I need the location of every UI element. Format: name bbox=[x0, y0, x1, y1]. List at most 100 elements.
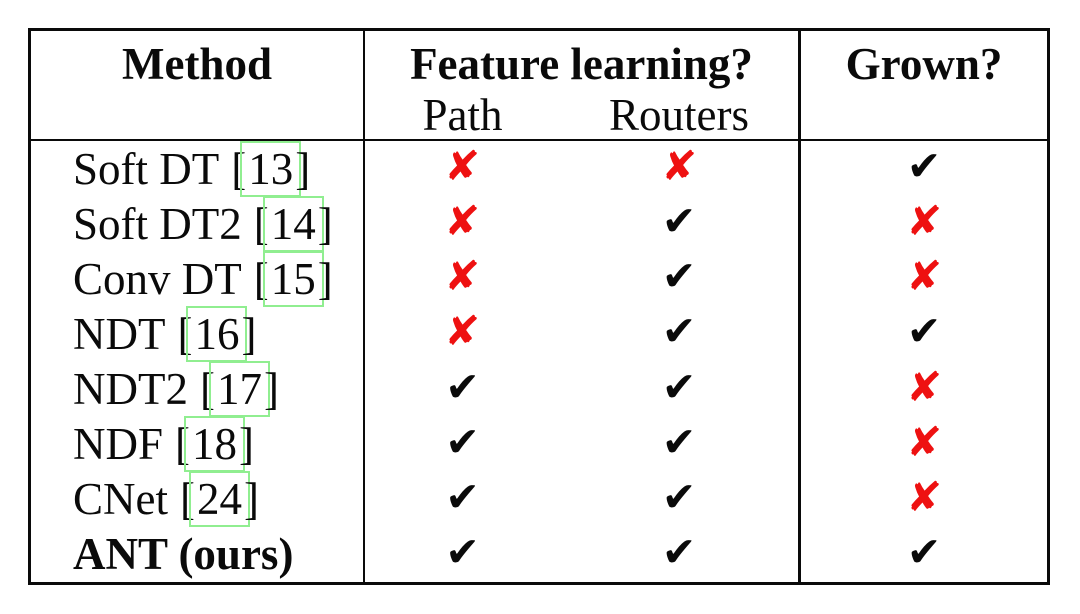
grown-cell: ✘ bbox=[798, 416, 1047, 472]
citation-close-bracket: ] bbox=[295, 143, 311, 194]
path-mark: ✘ bbox=[443, 307, 482, 356]
table-header: Method Feature learning? Path Routers Gr… bbox=[31, 31, 1047, 141]
citation-number: 24 bbox=[189, 471, 250, 528]
method-comparison-table: Method Feature learning? Path Routers Gr… bbox=[28, 28, 1050, 585]
path-cell: ✔ bbox=[363, 471, 560, 527]
citation-link[interactable]: [24] bbox=[180, 471, 259, 528]
citation-link[interactable]: [18] bbox=[175, 416, 255, 473]
method-cell: Soft DT2 [14] bbox=[31, 195, 363, 252]
citation-open-bracket: [ bbox=[180, 474, 195, 525]
method-cell: Soft DT [13] bbox=[31, 140, 363, 197]
table-row: Soft DT [13] ✘ ✘ ✔ bbox=[31, 140, 1047, 197]
citation-close-bracket: ] bbox=[241, 308, 257, 359]
routers-mark: ✔ bbox=[661, 362, 697, 411]
citation-open-bracket: [ bbox=[253, 198, 269, 249]
method-cell: NDT [16] bbox=[31, 305, 363, 362]
routers-mark: ✔ bbox=[661, 472, 697, 521]
citation-close-bracket: ] bbox=[244, 474, 259, 525]
citation-open-bracket: [ bbox=[175, 419, 191, 470]
feature-learning-subheaders: Path Routers bbox=[365, 90, 798, 140]
grown-cell: ✔ bbox=[798, 306, 1047, 362]
grown-cell: ✘ bbox=[798, 196, 1047, 252]
grown-mark: ✘ bbox=[905, 417, 943, 466]
routers-cell: ✔ bbox=[560, 196, 798, 251]
citation-number: 14 bbox=[262, 195, 324, 252]
grown-cell: ✘ bbox=[798, 251, 1047, 307]
path-cell: ✔ bbox=[363, 416, 560, 472]
path-cell: ✘ bbox=[363, 141, 560, 197]
col-header-method: Method bbox=[122, 39, 272, 89]
grown-cell: ✔ bbox=[798, 141, 1047, 197]
method-cell: ANT (ours) bbox=[31, 527, 363, 582]
citation-close-bracket: ] bbox=[239, 419, 255, 470]
citation-link[interactable]: [14] bbox=[253, 195, 333, 252]
grown-mark: ✔ bbox=[906, 142, 942, 191]
citation-link[interactable]: [15] bbox=[254, 250, 333, 307]
path-cell: ✔ bbox=[363, 526, 560, 582]
feature-learning-label: Feature learning? bbox=[410, 39, 753, 89]
path-mark: ✘ bbox=[443, 252, 482, 301]
citation-close-bracket: ] bbox=[317, 198, 333, 249]
grown-cell: ✘ bbox=[798, 471, 1047, 527]
path-cell: ✘ bbox=[363, 251, 560, 307]
path-mark: ✔ bbox=[445, 417, 480, 466]
method-name: NDT2 bbox=[73, 364, 188, 415]
routers-mark: ✘ bbox=[660, 142, 698, 191]
path-mark: ✔ bbox=[445, 527, 480, 576]
method-cell: NDT2 [17] bbox=[31, 361, 363, 418]
routers-mark: ✔ bbox=[661, 307, 697, 356]
citation-number: 17 bbox=[208, 361, 270, 418]
table-row: NDT2 [17] ✔ ✔ ✘ bbox=[31, 361, 1047, 418]
grown-mark: ✘ bbox=[905, 252, 943, 301]
routers-mark: ✔ bbox=[661, 197, 697, 246]
routers-cell: ✔ bbox=[560, 527, 798, 582]
method-name: Soft DT2 bbox=[73, 198, 242, 249]
method-name: NDT bbox=[73, 308, 166, 359]
citation-close-bracket: ] bbox=[263, 364, 279, 415]
citation-link[interactable]: [13] bbox=[231, 140, 311, 197]
citation-open-bracket: [ bbox=[199, 364, 215, 415]
path-mark: ✘ bbox=[443, 197, 482, 246]
routers-cell: ✔ bbox=[560, 472, 798, 527]
grown-cell: ✘ bbox=[798, 361, 1047, 417]
table-body: Soft DT [13] ✘ ✘ ✔ Soft DT2 [14] ✘ ✔ ✘ C… bbox=[31, 140, 1047, 582]
routers-mark: ✔ bbox=[661, 527, 697, 576]
path-cell: ✘ bbox=[363, 196, 560, 252]
routers-mark: ✔ bbox=[661, 252, 697, 301]
col-header-feature-learning: Feature learning? Path Routers bbox=[363, 31, 798, 140]
table-row: NDF [18] ✔ ✔ ✘ bbox=[31, 416, 1047, 473]
citation-link[interactable]: [16] bbox=[177, 305, 257, 362]
method-name: CNet bbox=[73, 474, 168, 525]
routers-cell: ✔ bbox=[560, 362, 798, 417]
method-cell: NDF [18] bbox=[31, 416, 363, 473]
citation-open-bracket: [ bbox=[177, 308, 193, 359]
grown-cell: ✔ bbox=[798, 526, 1047, 582]
table-row: ANT (ours) ✔ ✔ ✔ bbox=[31, 526, 1047, 582]
method-name: Soft DT bbox=[73, 143, 220, 194]
method-name: NDF bbox=[73, 419, 164, 470]
table-row: CNet [24] ✔ ✔ ✘ bbox=[31, 471, 1047, 528]
table-row: Conv DT [15] ✘ ✔ ✘ bbox=[31, 250, 1047, 307]
citation-link[interactable]: [17] bbox=[199, 361, 279, 418]
path-mark: ✔ bbox=[445, 472, 480, 521]
routers-mark: ✔ bbox=[661, 417, 697, 466]
col-header-routers: Routers bbox=[609, 90, 749, 140]
routers-cell: ✔ bbox=[560, 306, 798, 361]
method-cell: Conv DT [15] bbox=[31, 250, 363, 307]
col-header-grown: Grown? bbox=[798, 31, 1047, 140]
method-cell: CNet [24] bbox=[31, 471, 363, 528]
citation-number: 15 bbox=[262, 250, 324, 307]
path-cell: ✔ bbox=[363, 361, 560, 417]
path-mark: ✘ bbox=[443, 142, 482, 191]
grown-mark: ✔ bbox=[906, 307, 942, 356]
grown-mark: ✘ bbox=[905, 472, 943, 521]
grown-mark: ✘ bbox=[905, 362, 943, 411]
method-name: ANT (ours) bbox=[73, 529, 294, 580]
citation-close-bracket: ] bbox=[317, 253, 333, 304]
routers-cell: ✔ bbox=[560, 251, 798, 306]
grown-mark: ✔ bbox=[906, 527, 942, 576]
citation-number: 18 bbox=[184, 416, 246, 473]
path-cell: ✘ bbox=[363, 306, 560, 362]
citation-open-bracket: [ bbox=[231, 143, 247, 194]
